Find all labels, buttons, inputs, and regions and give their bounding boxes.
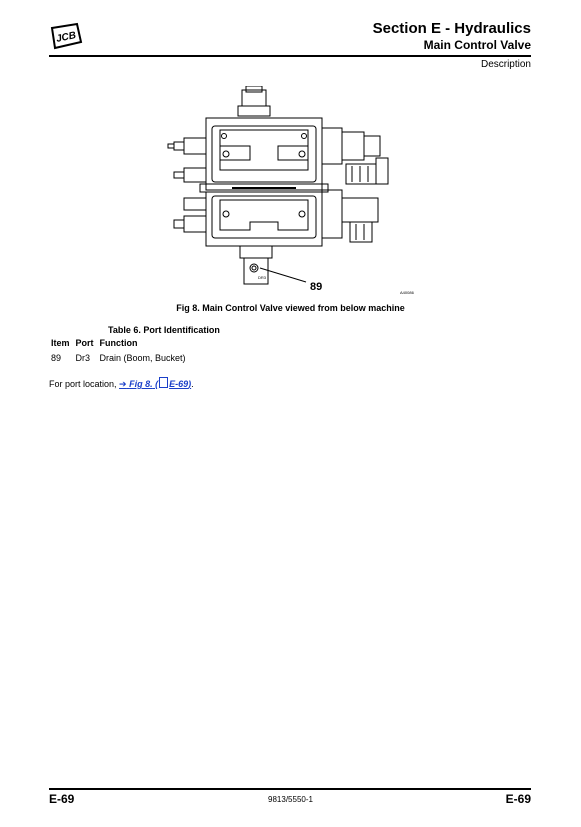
cell-item: 89 [51,353,62,363]
art-code: A40086 [400,290,415,295]
valve-drawing [167,86,389,285]
table-row: 89 Dr3 Drain (Boom, Bucket) [48,349,189,364]
link-fig-label: Fig 8. [129,379,153,389]
figure-caption: Fig 8. Main Control Valve viewed from be… [176,303,405,313]
logo-text: JCB [55,30,77,45]
header-rule [49,55,531,57]
table-caption: Table 6. Port Identification [108,325,220,335]
section-title: Section E - Hydraulics [372,20,531,37]
link-page-label: E-69 [169,379,189,389]
page-number-right: E-69 [505,792,531,806]
port-location-text: For port location, [49,379,120,389]
callout-89: 89 [310,281,322,293]
port-identification-table: Item Port Function 89 Dr3 Drain (Boom, B… [48,336,189,364]
fig-8-link[interactable]: ➔ Fig 8. ( E-69) [119,377,192,389]
link-close-paren: ) [188,379,192,389]
arrow-icon: ➔ [119,379,127,389]
page-number-left: E-69 [49,792,75,806]
dr3-detail-label: DR3 [258,275,267,280]
jcb-logo: JCB [50,22,83,50]
header-function: Function [99,337,138,348]
footer-rule [49,788,531,790]
cell-function: Drain (Boom, Bucket) [99,353,186,363]
header-port: Port [75,337,94,348]
section-subtitle: Main Control Valve [423,38,531,52]
main-control-valve-figure: DR3 89 A40086 [167,86,415,295]
topic-label: Description [480,59,531,70]
header-item: Item [51,337,70,348]
page-icon [159,377,169,388]
table-header-row: Item Port Function [48,336,189,349]
document-number: 9813/5550-1 [268,795,313,804]
cell-port: Dr3 [75,353,91,363]
link-open-paren: ( [152,379,159,389]
port-location-suffix: . [191,379,194,389]
port-location-note: For port location, ➔ Fig 8. ( E-69). [49,377,194,390]
